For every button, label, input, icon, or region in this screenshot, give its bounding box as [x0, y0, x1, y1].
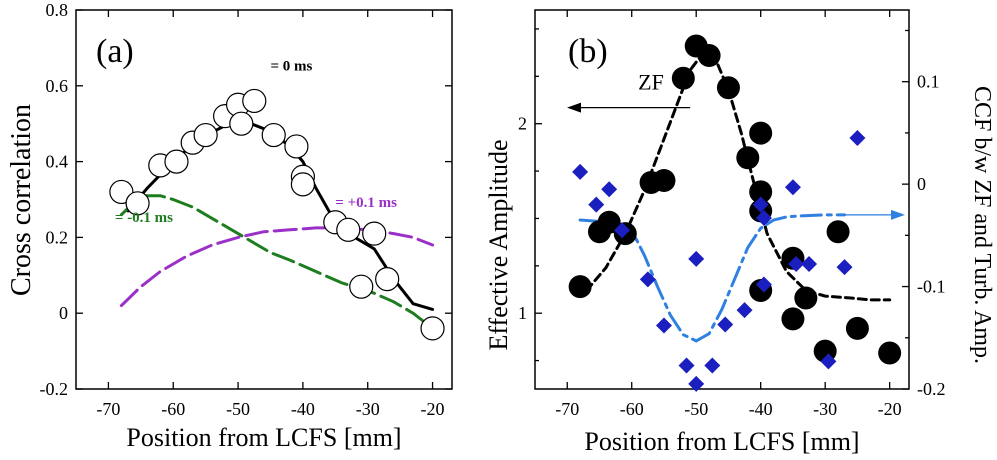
data-point-diamond: [755, 276, 772, 293]
data-point-open-circle: [193, 122, 218, 148]
x-tick-label-b: -70: [555, 399, 579, 419]
data-point-diamond: [572, 163, 589, 180]
data-point-diamond: [849, 130, 866, 147]
data-point-filled-circle: [597, 210, 621, 234]
data-point-diamond: [801, 256, 818, 273]
y-tick-label-a: 0.8: [46, 0, 69, 20]
x-tick-label-b: -30: [813, 399, 837, 419]
data-point-diamond: [588, 196, 605, 213]
y-tick-label-b: 2: [518, 114, 527, 134]
y2-tick-label-b: 0: [917, 174, 926, 194]
x-tick-label-b: -20: [878, 399, 902, 419]
y-tick-label-a: 0: [59, 303, 68, 323]
data-point-filled-circle: [749, 121, 773, 145]
panel-a: -70-60-50-40-30-20-0.200.20.40.60.8 (a) …: [6, 0, 453, 452]
data-point-open-circle: [362, 221, 387, 246]
y-tick-label-a: 0.4: [46, 152, 69, 172]
data-point-filled-circle: [671, 66, 695, 90]
ccf-arrow-head: [891, 209, 905, 220]
annotation-minus-0-1ms: = -0.1 ms: [115, 210, 173, 226]
x-tick-label-b: -50: [684, 399, 708, 419]
plot-frame-b: [534, 9, 910, 390]
data-point-open-circle: [125, 191, 150, 216]
y-tick-label-a: -0.2: [40, 379, 69, 399]
data-point-diamond: [704, 357, 721, 374]
x-tick-label-a: -70: [96, 399, 120, 419]
panel-label-a: (a): [96, 33, 134, 70]
data-point-diamond: [736, 302, 753, 319]
data-point-diamond: [836, 259, 853, 276]
data-point-diamond: [639, 271, 656, 288]
y-tick-label-a: 0.2: [46, 227, 69, 247]
data-point-open-circle: [420, 316, 445, 341]
data-point-diamond: [678, 357, 695, 374]
x-tick-label-a: -30: [356, 399, 380, 419]
data-point-diamond: [788, 256, 805, 273]
data-point-diamond: [755, 209, 772, 226]
y-tick-label-a: 0.6: [46, 76, 69, 96]
panel-label-b: (b): [568, 33, 608, 70]
data-point-open-circle: [375, 266, 400, 292]
annotation-plus-0-1ms: = +0.1 ms: [335, 195, 397, 211]
x-axis-label-a: Position from LCFS [mm]: [126, 423, 401, 452]
x-tick-label-a: -60: [161, 399, 185, 419]
data-point-filled-circle: [652, 169, 676, 193]
data-point-filled-circle: [794, 286, 818, 310]
data-point-diamond: [820, 353, 837, 370]
data-point-filled-circle: [697, 43, 721, 67]
data-point-filled-circle: [878, 341, 902, 365]
annotation-zf: ZF: [638, 70, 664, 95]
data-point-filled-circle: [749, 180, 773, 204]
data-point-diamond: [655, 317, 672, 334]
plot-frame-a: [75, 9, 453, 390]
y2-tick-label-b: 0.1: [917, 72, 940, 92]
data-point-filled-circle: [568, 275, 592, 299]
x-tick-label-a: -40: [291, 399, 315, 419]
data-point-filled-circle: [826, 220, 850, 244]
data-point-diamond: [614, 222, 631, 239]
data-point-diamond: [688, 375, 705, 392]
y-axis-label-b: Effective Amplitude: [484, 139, 513, 350]
data-point-open-circle: [261, 122, 286, 148]
data-point-diamond: [717, 316, 734, 333]
data-point-filled-circle: [845, 316, 869, 340]
data-point-diamond: [784, 179, 801, 196]
data-point-diamond: [752, 196, 769, 213]
annotation-0ms: = 0 ms: [270, 59, 312, 75]
x-tick-label-a: -50: [226, 399, 250, 419]
data-point-diamond: [601, 181, 618, 198]
data-point-open-circle: [290, 172, 315, 197]
data-point-open-circle: [336, 217, 361, 242]
data-point-open-circle: [229, 111, 254, 136]
y-axis-label-a: Cross correlation: [6, 104, 37, 296]
data-point-filled-circle: [781, 307, 805, 331]
fit-line: [578, 213, 846, 343]
data-point-open-circle: [164, 149, 189, 174]
x-tick-label-a: -20: [421, 399, 445, 419]
data-point-open-circle: [242, 88, 267, 114]
data-point-open-circle: [284, 134, 309, 159]
y2-tick-label-b: -0.2: [917, 379, 946, 399]
y-tick-label-b: 1: [518, 303, 527, 323]
data-point-open-circle: [349, 274, 374, 299]
fit-line: [119, 194, 435, 330]
data-point-filled-circle: [716, 76, 740, 100]
x-axis-label-b: Position from LCFS [mm]: [584, 427, 859, 456]
data-point-diamond: [688, 250, 705, 267]
data-point-filled-circle: [736, 146, 760, 170]
zf-arrow-head: [567, 102, 581, 113]
x-tick-label-b: -40: [749, 399, 773, 419]
y2-tick-label-b: -0.1: [917, 277, 946, 297]
y2-axis-label-b: CCF b/w ZF and Turb. Amp.: [969, 86, 995, 364]
x-tick-label-b: -60: [620, 399, 644, 419]
fit-line: [119, 226, 435, 308]
